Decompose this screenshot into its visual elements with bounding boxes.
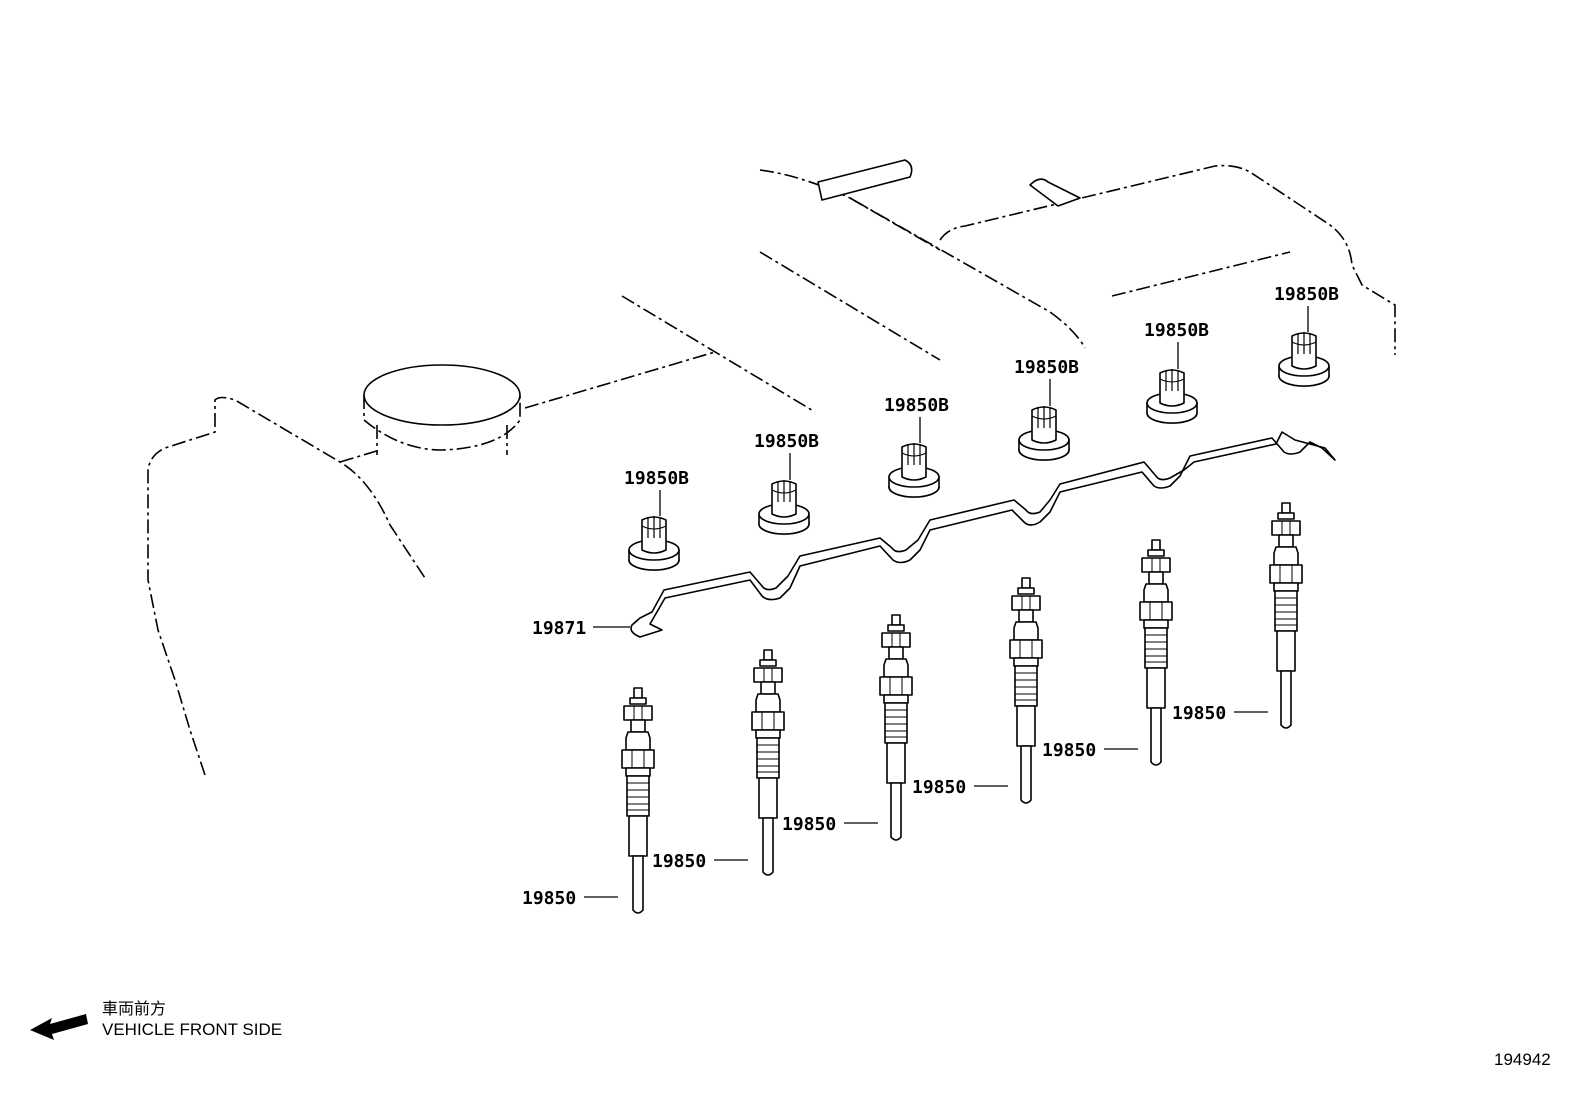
callout-glow-plug-3: 19850 bbox=[782, 814, 836, 835]
glow-plug-3 bbox=[879, 614, 913, 841]
callout-bar: 19871 bbox=[532, 618, 586, 639]
callout-nut-4: 19850B bbox=[1014, 357, 1079, 378]
callout-glow-plug-2: 19850 bbox=[652, 851, 706, 872]
callout-glow-plug-4: 19850 bbox=[912, 777, 966, 798]
glow-plug-5 bbox=[1139, 539, 1173, 766]
callout-glow-plug-5: 19850 bbox=[1042, 740, 1096, 761]
callout-glow-plug-6: 19850 bbox=[1172, 703, 1226, 724]
callout-nut-5: 19850B bbox=[1144, 320, 1209, 341]
nut-5 bbox=[1146, 368, 1198, 424]
glow-plug-4 bbox=[1009, 577, 1043, 804]
front-arrow-icon bbox=[30, 1014, 88, 1040]
engine-outline bbox=[147, 159, 1396, 776]
nut-3 bbox=[888, 442, 940, 498]
legend-english: VEHICLE FRONT SIDE bbox=[102, 1020, 282, 1039]
glow-plug-1 bbox=[621, 687, 655, 914]
leader-lines bbox=[584, 306, 1309, 898]
glow-plug-6 bbox=[1269, 502, 1303, 729]
nut-4 bbox=[1018, 405, 1070, 461]
legend-japanese: 車両前方 bbox=[102, 999, 166, 1018]
nut-1 bbox=[628, 515, 680, 571]
callout-nut-2: 19850B bbox=[754, 431, 819, 452]
connector-bar bbox=[630, 431, 1336, 638]
nut-2 bbox=[758, 479, 810, 535]
glow-plug-2 bbox=[751, 649, 785, 876]
nut-6 bbox=[1278, 331, 1330, 387]
figure-number: 194942 bbox=[1494, 1050, 1551, 1069]
legend: 車両前方 VEHICLE FRONT SIDE bbox=[30, 999, 282, 1040]
callout-nut-1: 19850B bbox=[624, 468, 689, 489]
callout-nut-6: 19850B bbox=[1274, 284, 1339, 305]
callout-glow-plug-1: 19850 bbox=[522, 888, 576, 909]
part-labels: 19871 19850 19850 19850 19850 19850 1985… bbox=[522, 284, 1339, 909]
callout-nut-3: 19850B bbox=[884, 395, 949, 416]
